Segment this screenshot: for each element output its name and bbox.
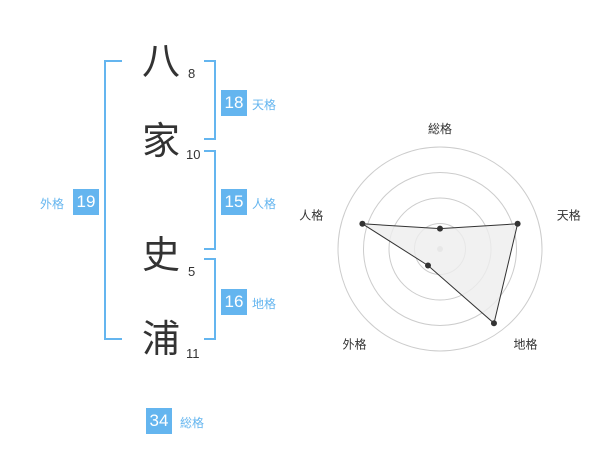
- name-char-2: 家: [142, 119, 181, 163]
- gaikaku-bracket-bottom: [104, 338, 122, 340]
- radar-point-1: [514, 220, 521, 227]
- chikaku-bracket-bottom: [204, 338, 216, 340]
- gaikaku-value: 19: [73, 189, 99, 215]
- tenkaku-label: 天格: [252, 98, 277, 112]
- soukaku-label: 総格: [180, 416, 205, 430]
- radar-axis-label-2: 地格: [513, 336, 537, 351]
- chikaku-bracket-vertical: [214, 258, 216, 340]
- soukaku-value: 34: [146, 408, 172, 434]
- tenkaku-bracket-vertical: [214, 60, 216, 140]
- stroke-count-4: 11: [186, 346, 200, 361]
- jinkaku-bracket-bottom: [204, 248, 216, 250]
- stroke-count-3: 5: [188, 264, 196, 279]
- radar-axis-label-1: 天格: [557, 208, 581, 223]
- radar-axis-label-4: 人格: [299, 208, 323, 223]
- radar-polygon: [362, 223, 519, 325]
- radar-ring-4: [337, 146, 543, 352]
- radar-ring-3: [363, 172, 517, 326]
- name-char-1: 八: [142, 39, 181, 83]
- name-char-4: 浦: [142, 317, 181, 361]
- radar-points: [359, 220, 521, 327]
- stroke-count-2: 10: [186, 147, 201, 162]
- gaikaku-bracket-top: [104, 60, 122, 62]
- jinkaku-value: 15: [221, 189, 247, 215]
- tenkaku-value: 18: [221, 90, 247, 116]
- chikaku-bracket-top: [204, 258, 216, 260]
- radar-point-3: [425, 262, 432, 269]
- jinkaku-label: 人格: [252, 197, 277, 211]
- radar-axis-label-0: 総格: [428, 121, 452, 136]
- chikaku-value: 16: [221, 289, 247, 315]
- jinkaku-bracket-top: [204, 150, 216, 152]
- chikaku-label: 地格: [252, 297, 277, 311]
- name-char-3: 史: [142, 233, 181, 277]
- stroke-count-1: 8: [188, 66, 196, 81]
- tenkaku-bracket-bottom: [204, 138, 216, 140]
- radar-point-2: [490, 320, 497, 327]
- gaikaku-label: 外格: [40, 197, 65, 211]
- jinkaku-bracket-vertical: [214, 150, 216, 250]
- radar-point-0: [437, 225, 443, 232]
- radar-point-4: [359, 220, 366, 227]
- tenkaku-bracket-top: [204, 60, 216, 62]
- radar-axis-label-3: 外格: [343, 336, 367, 351]
- gaikaku-bracket-vertical: [104, 60, 106, 340]
